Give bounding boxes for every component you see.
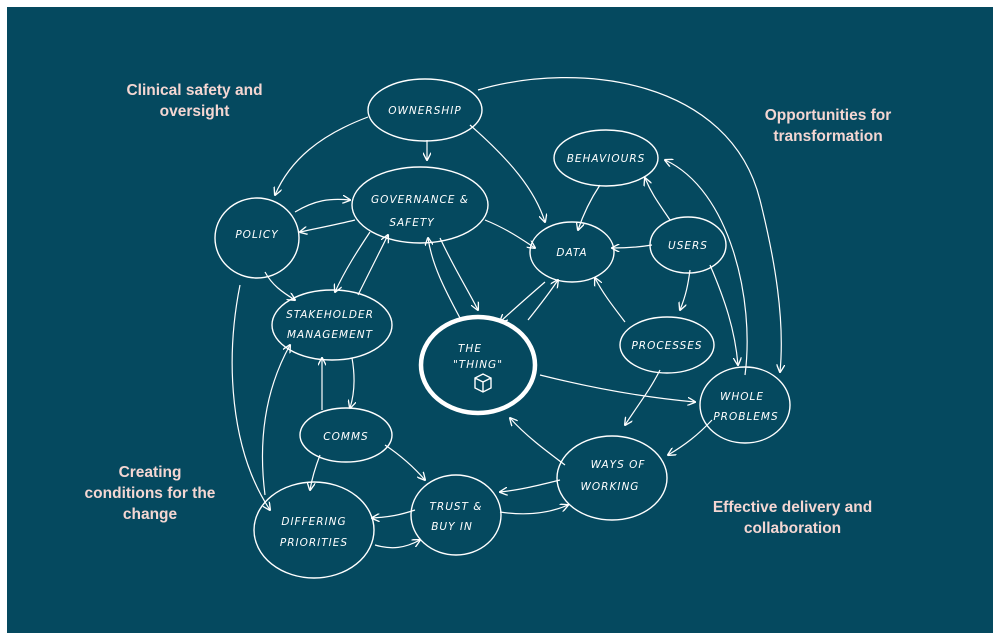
node-whole-problems: WHOLE PROBLEMS — [699, 366, 791, 444]
edge-ownership-whole — [477, 77, 781, 372]
label-opportunities: Opportunities for transformation — [764, 107, 892, 145]
node-users-label: USERS — [668, 240, 708, 252]
edge-governance-stakeholder — [335, 231, 371, 292]
edge-governance-thing — [439, 237, 478, 310]
node-trust-buy-in: TRUST & BUY IN — [410, 474, 502, 556]
node-comms: COMMS — [299, 407, 393, 463]
node-users: USERS — [649, 216, 727, 274]
edge-thing-data — [527, 280, 558, 321]
edge-users-processes — [680, 269, 691, 310]
node-differing-label-2: PRIORITIES — [280, 537, 348, 549]
node-trust-label-2: BUY IN — [431, 521, 473, 533]
node-policy-label: POLICY — [235, 229, 279, 241]
node-behaviours: BEHAVIOURS — [553, 129, 659, 187]
node-policy: POLICY — [214, 197, 300, 279]
edge-ways-trust — [500, 479, 561, 492]
node-whole-label-1: WHOLE — [720, 391, 764, 403]
node-ways-of-working: WAYS OF WORKING — [556, 435, 668, 521]
node-ownership-label: OWNERSHIP — [388, 105, 461, 117]
edge-data-thing — [500, 281, 546, 322]
edge-comms-trust — [384, 444, 425, 480]
node-differing-label-1: DIFFERING — [281, 516, 346, 528]
edge-policy-differing — [231, 284, 270, 510]
node-ways-label-2: WORKING — [581, 481, 640, 493]
edge-behaviours-data — [578, 184, 601, 230]
edge-users-data — [612, 245, 653, 248]
node-differing-priorities: DIFFERING PRIORITIES — [253, 481, 375, 579]
edge-ownership-data — [469, 124, 545, 222]
node-thing-label-1: THE — [458, 343, 482, 355]
edge-trust-differing — [372, 509, 416, 518]
node-processes-label: PROCESSES — [631, 340, 702, 352]
node-governance-label-1: GOVERNANCE & — [371, 194, 469, 206]
edge-ownership-policy — [275, 116, 369, 195]
edge-thing-whole — [539, 374, 695, 402]
node-whole-label-2: PROBLEMS — [713, 411, 778, 423]
edge-policy-stakeholder — [264, 271, 295, 300]
edge-users-behaviours — [645, 178, 671, 221]
label-effective-delivery: Effective delivery and collaboration — [712, 499, 873, 537]
edge-stakeholder-governance — [357, 235, 388, 296]
edge-whole-behaviours — [665, 160, 748, 376]
label-creating-conditions: Creating conditions for the change — [84, 464, 216, 523]
node-stakeholder-management: STAKEHOLDER MANAGEMENT — [271, 289, 393, 361]
node-ownership: OWNERSHIP — [367, 78, 483, 142]
edge-governance-data — [484, 219, 535, 248]
edge-trust-ways — [499, 505, 568, 515]
label-clinical-safety: Clinical safety and oversight — [126, 82, 263, 120]
node-governance-safety: GOVERNANCE & SAFETY — [351, 166, 489, 244]
node-stakeholder-label-2: MANAGEMENT — [287, 329, 374, 341]
edge-thing-governance — [428, 238, 461, 319]
edge-comms-differing — [310, 454, 321, 490]
node-data: DATA — [529, 221, 615, 283]
edge-processes-data — [595, 278, 626, 323]
node-stakeholder-label-1: STAKEHOLDER — [286, 309, 374, 321]
edge-processes-ways — [625, 369, 661, 425]
edge-stakeholder-comms — [350, 357, 354, 408]
node-ways-label-1: WAYS OF — [591, 459, 646, 471]
node-trust-label-1: TRUST & — [430, 501, 483, 513]
edge-users-whole — [709, 264, 738, 365]
edge-differing-stakeholder — [261, 345, 290, 496]
node-data-label: DATA — [556, 247, 587, 259]
edge-ways-thing — [510, 418, 566, 466]
node-behaviours-label: BEHAVIOURS — [567, 153, 646, 165]
box-icon — [474, 373, 492, 393]
edge-differing-trust — [374, 540, 420, 549]
edge-policy-governance — [294, 199, 350, 213]
edges — [231, 77, 781, 549]
node-processes: PROCESSES — [619, 316, 715, 374]
node-the-thing: THE "THING" — [418, 314, 538, 416]
node-thing-label-2: "THING" — [453, 359, 503, 371]
node-governance-label-2: SAFETY — [389, 217, 435, 229]
node-comms-label: COMMS — [323, 431, 368, 443]
edge-governance-policy — [300, 219, 356, 232]
edge-whole-ways — [668, 419, 713, 455]
